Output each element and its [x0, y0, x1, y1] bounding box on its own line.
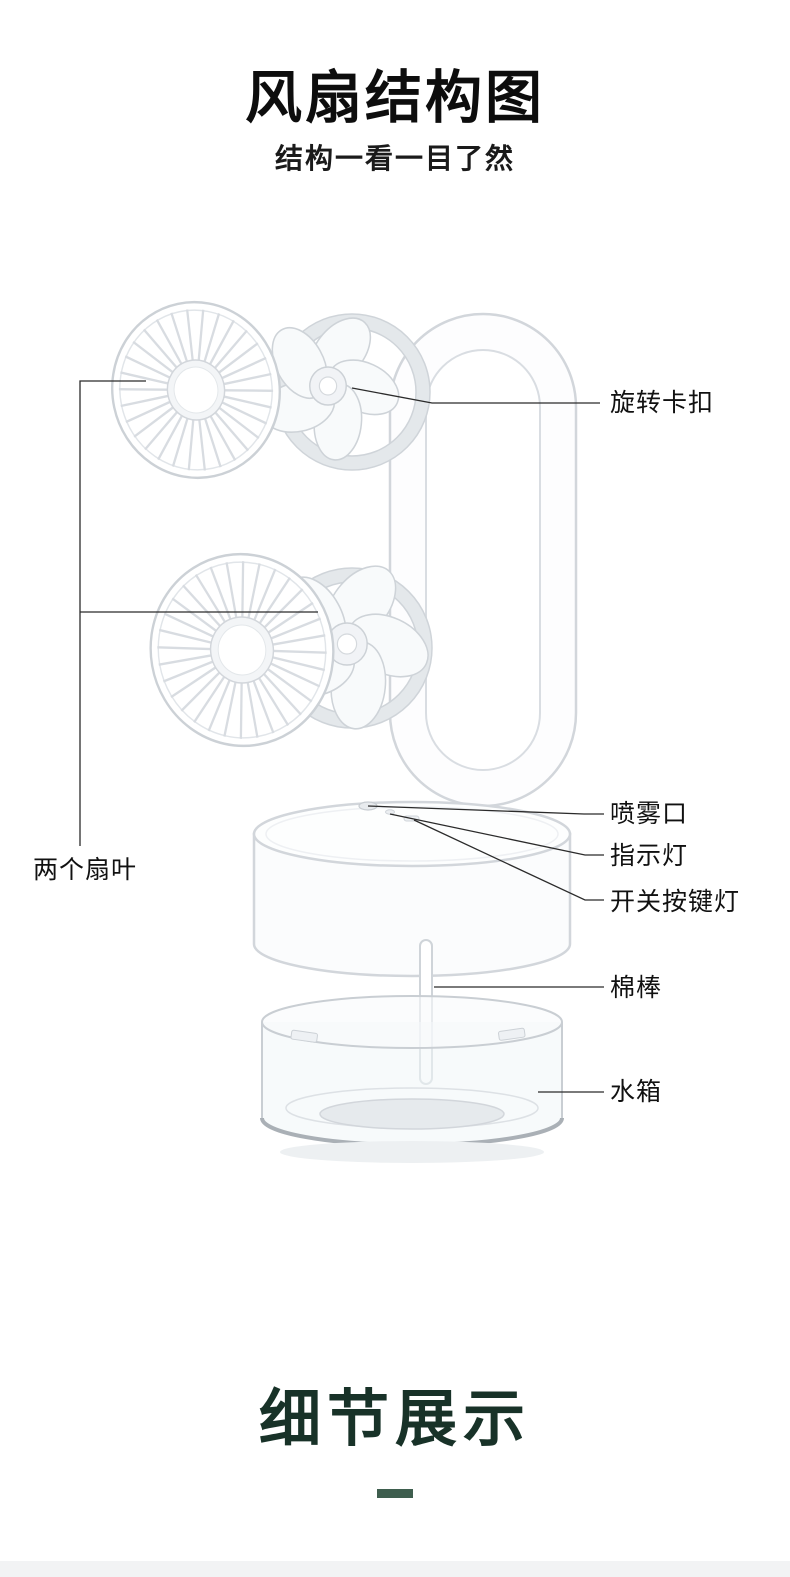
lower-fan-grille: [149, 552, 335, 748]
next-section-strip: [0, 1561, 790, 1577]
leader-spray-port: [367, 805, 604, 815]
indicator-light: [385, 809, 395, 815]
accent-bar: [377, 1489, 413, 1498]
page-title: 风扇结构图: [245, 66, 545, 130]
upper-fan-grille: [111, 300, 281, 480]
stand-ring: [388, 312, 578, 808]
leader-rotating-clasp: [351, 387, 600, 404]
callout-water-tank: 水箱: [610, 1078, 663, 1106]
callout-spray-port: 喷雾口: [610, 800, 689, 828]
callout-lines: [79, 380, 604, 1093]
water-tank: [260, 995, 564, 1147]
leader-two-blades: [79, 380, 146, 846]
callout-indicator-light: 指示灯: [610, 842, 689, 870]
details-section-title: 细节展示: [258, 1385, 531, 1454]
upper-fan-blades: [261, 317, 400, 461]
leader-indicator-light: [389, 813, 604, 856]
callout-two-fan-blades: 两个扇叶: [33, 856, 138, 884]
base-unit: [252, 800, 572, 978]
callout-cotton-stick: 棉棒: [610, 974, 663, 1002]
page-subtitle: 结构一看一目了然: [274, 143, 515, 174]
floor-shadow: [280, 1141, 544, 1163]
leader-switch-button-light: [413, 819, 604, 901]
callout-switch-button-light: 开关按键灯: [610, 888, 741, 916]
callout-rotating-clasp: 旋转卡扣: [610, 389, 715, 417]
